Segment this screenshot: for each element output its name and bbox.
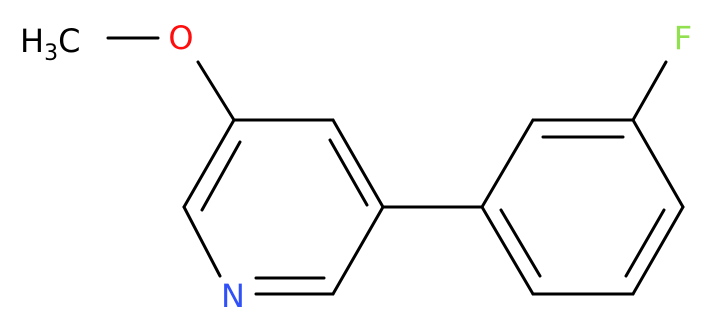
methyl-label: H3C [20, 22, 80, 66]
methyl-h: H [20, 22, 44, 60]
fluorine-label: F [674, 19, 692, 57]
nitrogen-label: N [221, 277, 245, 315]
bond-ph3-ph4 [631, 118, 685, 209]
oxygen-label: O [168, 19, 193, 57]
methyl-c: C [58, 22, 80, 60]
bond-c6-c5-inner [200, 140, 242, 212]
bond-c6-c5 [182, 118, 236, 209]
methyl-subscript: 3 [44, 41, 58, 66]
bond-ph4-ph5-inner [624, 208, 666, 278]
bond-ph6-ph1 [480, 205, 535, 296]
bond-c3-c2 [331, 205, 385, 296]
bond-c4-c3 [331, 118, 385, 209]
bond-oxygen-ring [196, 60, 236, 122]
bond-ph4-ph5 [631, 205, 685, 296]
bond-n-c6 [182, 205, 222, 278]
bond-c4-c3-inner [328, 138, 369, 207]
bond-carbon-fluorine [631, 60, 668, 122]
bond-ph6-ph1-inner [499, 208, 542, 278]
bond-ph1-ph2 [480, 118, 535, 209]
